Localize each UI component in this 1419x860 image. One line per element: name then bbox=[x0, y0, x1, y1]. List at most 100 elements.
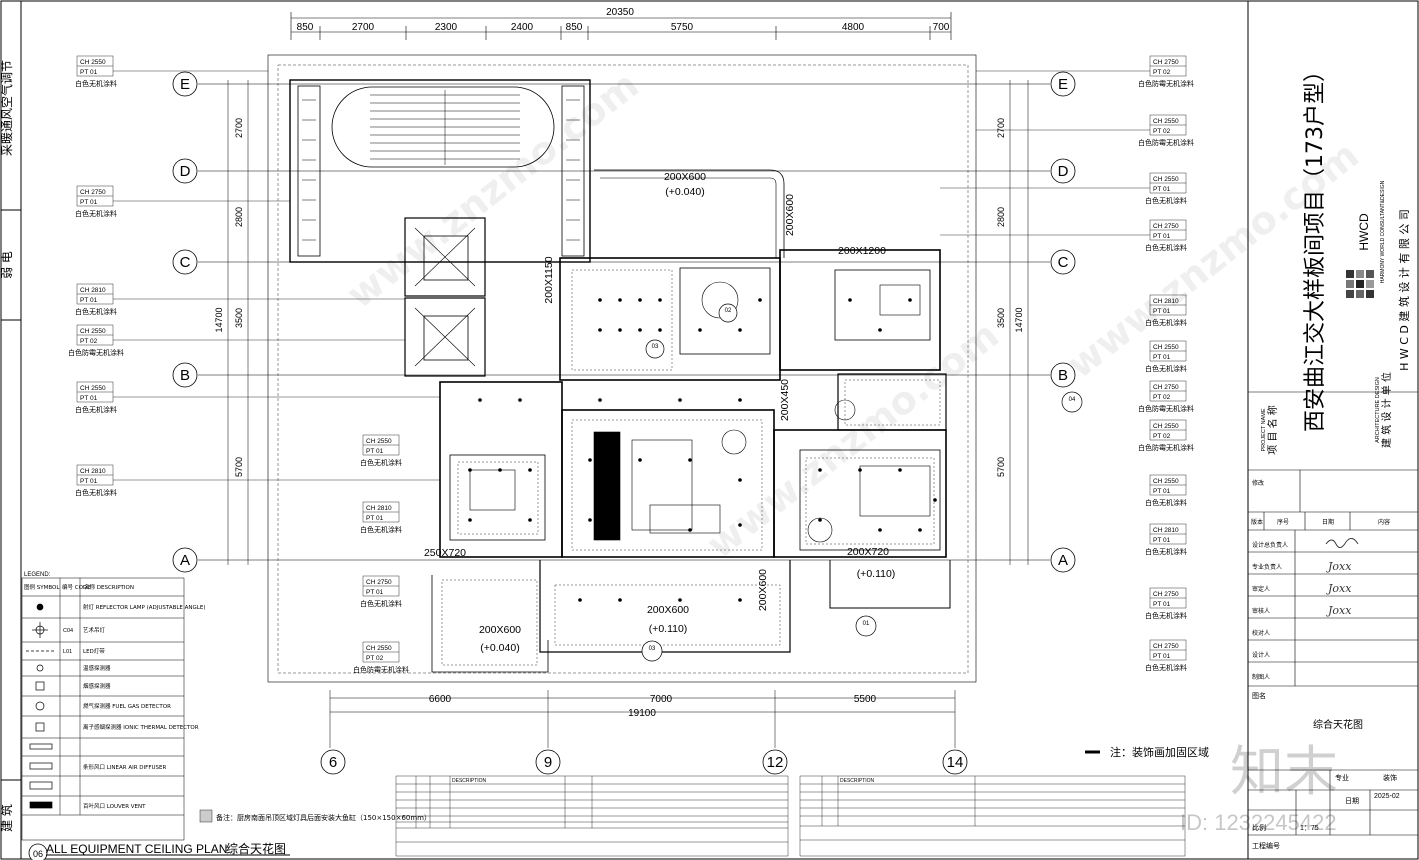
legend-desc-7: 离子感烟探测器 IONIC THERMAL DETECTOR bbox=[83, 723, 199, 731]
dim-top-3: 2300 bbox=[435, 22, 458, 33]
legend-headers: 图例 SYMBOL 编号 CODE 名称 DESCRIPTION bbox=[24, 583, 134, 591]
legend-title: LEGEND: bbox=[24, 572, 51, 578]
sign-row-3: 审定人 bbox=[1252, 585, 1270, 593]
tag-l3-ch: CH 2810 bbox=[80, 287, 106, 294]
tag-i1-pt: PT 01 bbox=[366, 448, 384, 455]
dim-right-4: 5700 bbox=[996, 457, 1006, 477]
tag-r8-mat: 白色防霉无机涂料 bbox=[1138, 443, 1194, 452]
tag-r2-pt: PT 02 bbox=[1153, 128, 1171, 135]
section-01: 01 bbox=[863, 621, 870, 627]
tag-r9-ch: CH 2550 bbox=[1153, 478, 1179, 485]
tag-r5-ch: CH 2810 bbox=[1153, 298, 1179, 305]
tag-r9-pt: PT 01 bbox=[1153, 488, 1171, 495]
bottom-dimensions bbox=[329, 690, 956, 748]
ceiling-note-11: (+0.040) bbox=[480, 642, 519, 654]
dim-top-7: 4800 bbox=[842, 22, 865, 33]
logo-text: HWCD bbox=[1357, 213, 1371, 251]
tag-r11-mat: 白色无机涂料 bbox=[1145, 611, 1187, 620]
sign-row-5: 校对人 bbox=[1252, 629, 1270, 637]
tag-l5-mat: 白色无机涂料 bbox=[75, 405, 117, 414]
grid-C-right: C bbox=[1058, 254, 1069, 271]
tag-l6-mat: 白色无机涂料 bbox=[75, 488, 117, 497]
tag-r4-pt: PT 01 bbox=[1153, 233, 1171, 240]
tag-r10-pt: PT 01 bbox=[1153, 537, 1171, 544]
tag-r1-mat: 白色防霉无机涂料 bbox=[1138, 79, 1194, 88]
plan-title-cn: 综合天花图 bbox=[226, 841, 286, 856]
dim-bottom-total: 19100 bbox=[628, 708, 656, 719]
inner-tags bbox=[362, 434, 400, 663]
tag-left-6 bbox=[76, 464, 440, 486]
ceiling-note-13: 250X720 bbox=[424, 547, 466, 559]
tag-l3-mat: 白色无机涂料 bbox=[75, 307, 117, 316]
project-info: 项 目 名 称 PROJECT NAME 西安曲江交大样板间项目（173户型） … bbox=[1261, 60, 1411, 455]
tag-r8-ch: CH 2550 bbox=[1153, 423, 1179, 430]
tag-l4-mat: 白色防霉无机涂料 bbox=[68, 348, 124, 357]
tag-r1-pt: PT 02 bbox=[1153, 69, 1171, 76]
tag-r3-ch: CH 2550 bbox=[1153, 176, 1179, 183]
section-03a: 03 bbox=[649, 646, 656, 652]
led-strip-lines bbox=[441, 269, 941, 666]
ceiling-annotations: 200X600 (+0.040) 200X600 200X1200 200X11… bbox=[424, 171, 895, 654]
tag-l6-pt: PT 01 bbox=[80, 478, 98, 485]
project-name-label: 项 目 名 称 bbox=[1266, 405, 1279, 455]
grid-col-14: 14 bbox=[947, 754, 964, 771]
grid-D-left: D bbox=[180, 163, 191, 180]
signature-2: Joxx bbox=[1326, 560, 1352, 573]
overall-dimension: 20350 bbox=[606, 7, 634, 18]
legend-desc-8: 条形风口 LINEAR AIR DIFFUSER bbox=[83, 763, 166, 771]
sign-row-7: 制图人 bbox=[1252, 673, 1270, 681]
sheet-name: 综合天花图 bbox=[1313, 718, 1363, 731]
ceiling-note-1: 200X600 bbox=[664, 171, 706, 183]
sign-row-6: 设计人 bbox=[1252, 651, 1270, 659]
legend-desc-6: 燃气探测器 FUEL GAS DETECTOR bbox=[83, 702, 171, 710]
grid-row-bubbles-left bbox=[172, 71, 198, 573]
light-fixtures bbox=[468, 298, 937, 602]
dim-right-total: 14700 bbox=[1014, 307, 1024, 332]
dim-right-3: 3500 bbox=[996, 308, 1006, 328]
sign-row-1: 设计总负责人 bbox=[1252, 541, 1288, 549]
tag-l2-mat: 白色无机涂料 bbox=[75, 209, 117, 218]
top-dimensions bbox=[290, 12, 952, 40]
tag-l5-ch: CH 2550 bbox=[80, 385, 106, 392]
grid-col-6: 6 bbox=[329, 754, 337, 771]
legend-header-code: 编号 CODE bbox=[62, 583, 91, 591]
tag-r6-mat: 白色无机涂料 bbox=[1145, 364, 1187, 373]
sign-row-4: 审核人 bbox=[1252, 607, 1270, 615]
tag-l1-ch: CH 2550 bbox=[80, 59, 106, 66]
project-name: 西安曲江交大样板间项目（173户型） bbox=[1303, 60, 1328, 432]
dim-right-1: 2700 bbox=[996, 118, 1006, 138]
grid-B-right: B bbox=[1058, 367, 1068, 384]
legend-rows: 射灯 REFLECTOR LAMP (ADJUSTABLE ANGLE) C04… bbox=[63, 603, 205, 810]
signature-1 bbox=[1325, 538, 1359, 548]
revision-block: 修改 版本 序号 日期 内容 bbox=[1251, 479, 1390, 526]
dim-top-4: 2400 bbox=[511, 22, 534, 33]
tag-r4-ch: CH 2750 bbox=[1153, 223, 1179, 230]
tag-i1-ch: CH 2550 bbox=[366, 438, 392, 445]
grid-A-right: A bbox=[1058, 552, 1068, 569]
tag-i4-ch: CH 2550 bbox=[366, 645, 392, 652]
dim-top-5: 850 bbox=[566, 22, 583, 33]
company-name: H W C D 建 筑 设 计 有 限 公 司 bbox=[1397, 209, 1411, 371]
tag-left-1 bbox=[76, 55, 268, 77]
dim-bottom-3: 5500 bbox=[854, 694, 877, 705]
watermark-brand-1: www.znzmo.com bbox=[338, 63, 646, 317]
dim-left-total: 14700 bbox=[214, 307, 224, 332]
dim-bottom-1: 6600 bbox=[429, 694, 452, 705]
grid-D-right: D bbox=[1058, 163, 1069, 180]
bottom-dimension-texts: 6600 7000 5500 19100 bbox=[429, 694, 877, 719]
ceiling-note-10: 200X600 bbox=[479, 624, 521, 636]
tag-l4-ch: CH 2550 bbox=[80, 328, 106, 335]
plan-title: 06 ALL EQUIPMENT CEILING PLAN 综合天花图 bbox=[28, 841, 290, 860]
dim-bottom-2: 7000 bbox=[650, 694, 673, 705]
tag-r7-mat: 白色防霉无机涂料 bbox=[1138, 404, 1194, 413]
tag-i2-ch: CH 2810 bbox=[366, 505, 392, 512]
section-02: 02 bbox=[725, 308, 732, 314]
side-dimension-texts: 2700 2800 3500 5700 14700 2700 2800 3500… bbox=[214, 118, 1024, 477]
ceiling-note-7: 200X720 bbox=[847, 546, 889, 558]
signatures: Joxx Joxx Joxx bbox=[1325, 538, 1359, 617]
section-04: 04 bbox=[1069, 397, 1076, 403]
stair-treads bbox=[302, 90, 580, 241]
grid-row-labels: E D C B A E D C B A bbox=[180, 76, 1069, 569]
remark-text: 备注：厨房南面吊顶区域灯具后面安装大鱼缸（150×150×60mm） bbox=[216, 813, 431, 822]
